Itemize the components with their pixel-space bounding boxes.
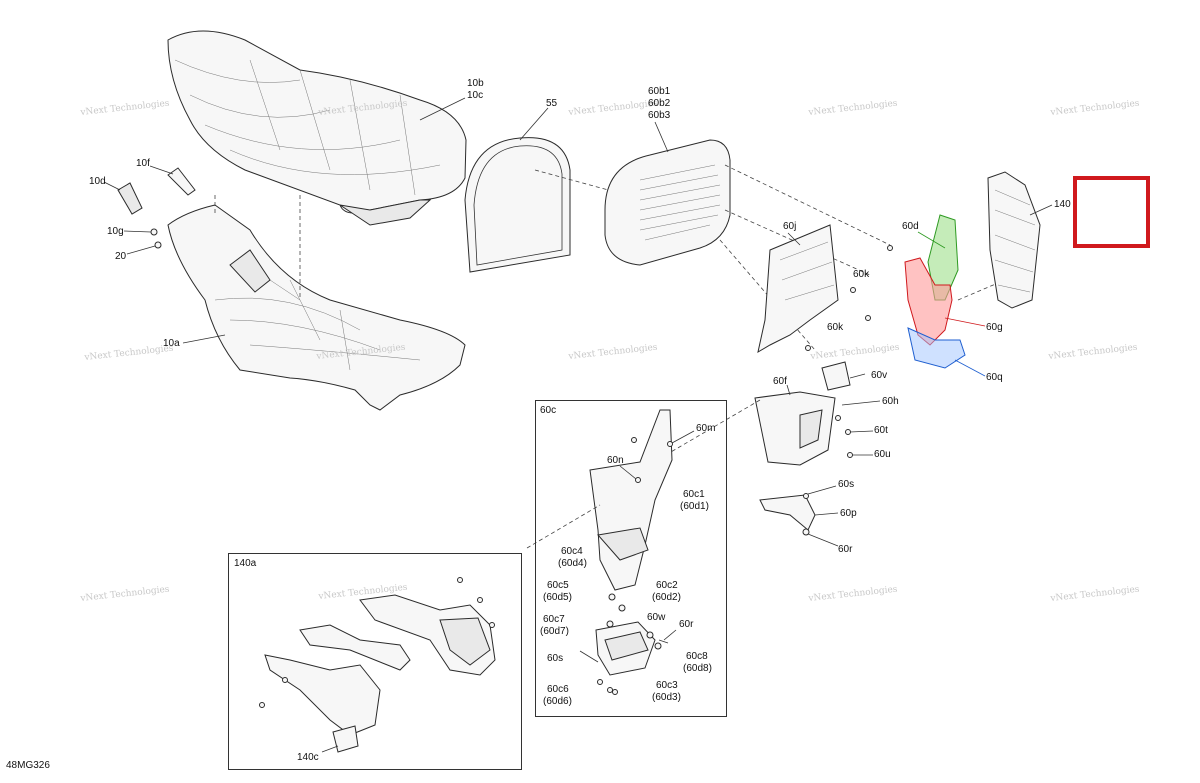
- label-20: 20: [115, 251, 127, 262]
- label-60c2: 60c2: [656, 580, 678, 591]
- label-60d: 60d: [902, 221, 919, 232]
- label-60d8: (60d8): [683, 663, 712, 674]
- label-60b3: 60b3: [648, 110, 671, 121]
- label-10f: 10f: [136, 158, 150, 169]
- label-60w: 60w: [647, 612, 666, 623]
- seat-base-part: [167, 204, 466, 411]
- label-60c1: 60c1: [683, 489, 705, 500]
- label-60c4: 60c4: [561, 546, 583, 557]
- fastener-10g-20: [123, 228, 162, 255]
- figure-code: 48MG326: [6, 760, 50, 771]
- label-60g: 60g: [986, 322, 1003, 333]
- panel-60j: [757, 224, 839, 354]
- gasket-55: [464, 107, 571, 273]
- label-60k-upper: 60k: [853, 269, 870, 280]
- label-140: 140: [1054, 199, 1071, 210]
- label-60d1: (60d1): [680, 501, 709, 512]
- seat-part: [167, 30, 467, 226]
- cover-60b: [604, 121, 731, 266]
- label-60d7: (60d7): [540, 626, 569, 637]
- bracket-60p: [759, 485, 839, 547]
- inset-140a-parts: [259, 577, 496, 753]
- label-60d6: (60d6): [543, 696, 572, 707]
- label-60d4: (60d4): [558, 558, 587, 569]
- label-60p: 60p: [840, 508, 857, 519]
- inset-60c-parts: [579, 409, 695, 695]
- label-10b: 10b: [467, 78, 484, 89]
- label-60u: 60u: [874, 449, 891, 460]
- label-10a: 10a: [163, 338, 180, 349]
- label-60b2: 60b2: [648, 98, 671, 109]
- label-60c3: 60c3: [656, 680, 678, 691]
- label-60c: 60c: [540, 405, 557, 416]
- label-60c8: 60c8: [686, 651, 708, 662]
- label-10c: 10c: [467, 90, 484, 101]
- label-60b1: 60b1: [648, 86, 671, 97]
- label-60k-lower: 60k: [827, 322, 844, 333]
- label-60v: 60v: [871, 370, 888, 381]
- label-60n: 60n: [607, 455, 624, 466]
- label-55: 55: [546, 98, 558, 109]
- label-60d2: (60d2): [652, 592, 681, 603]
- label-60c6: 60c6: [547, 684, 569, 695]
- part-60q-highlight-blue: [907, 327, 986, 377]
- part-60g-highlight-red: [904, 257, 986, 346]
- label-60c7: 60c7: [543, 614, 565, 625]
- label-140a: 140a: [234, 558, 257, 569]
- label-60s-right: 60s: [838, 479, 855, 490]
- label-60q: 60q: [986, 372, 1003, 383]
- label-60d5: (60d5): [543, 592, 572, 603]
- part-140: [987, 171, 1053, 309]
- label-60m: 60m: [696, 423, 716, 434]
- bracket-60f: [754, 361, 851, 466]
- label-60t: 60t: [874, 425, 888, 436]
- label-60d3: (60d3): [652, 692, 681, 703]
- label-60h: 60h: [882, 396, 899, 407]
- label-60s-inset: 60s: [547, 653, 564, 664]
- inset-box-60c: [535, 400, 727, 717]
- label-60r-right: 60r: [838, 544, 853, 555]
- label-60f: 60f: [773, 376, 787, 387]
- label-10g: 10g: [107, 226, 124, 237]
- bracket-10d: [103, 181, 143, 215]
- bracket-10f: [149, 165, 196, 196]
- label-60c5: 60c5: [547, 580, 569, 591]
- label-60j: 60j: [783, 221, 797, 232]
- highlight-marker-box: [1073, 176, 1150, 248]
- inset-box-140a: [228, 553, 522, 770]
- label-60r-inset: 60r: [679, 619, 694, 630]
- label-10d: 10d: [89, 176, 106, 187]
- label-140c: 140c: [297, 752, 319, 763]
